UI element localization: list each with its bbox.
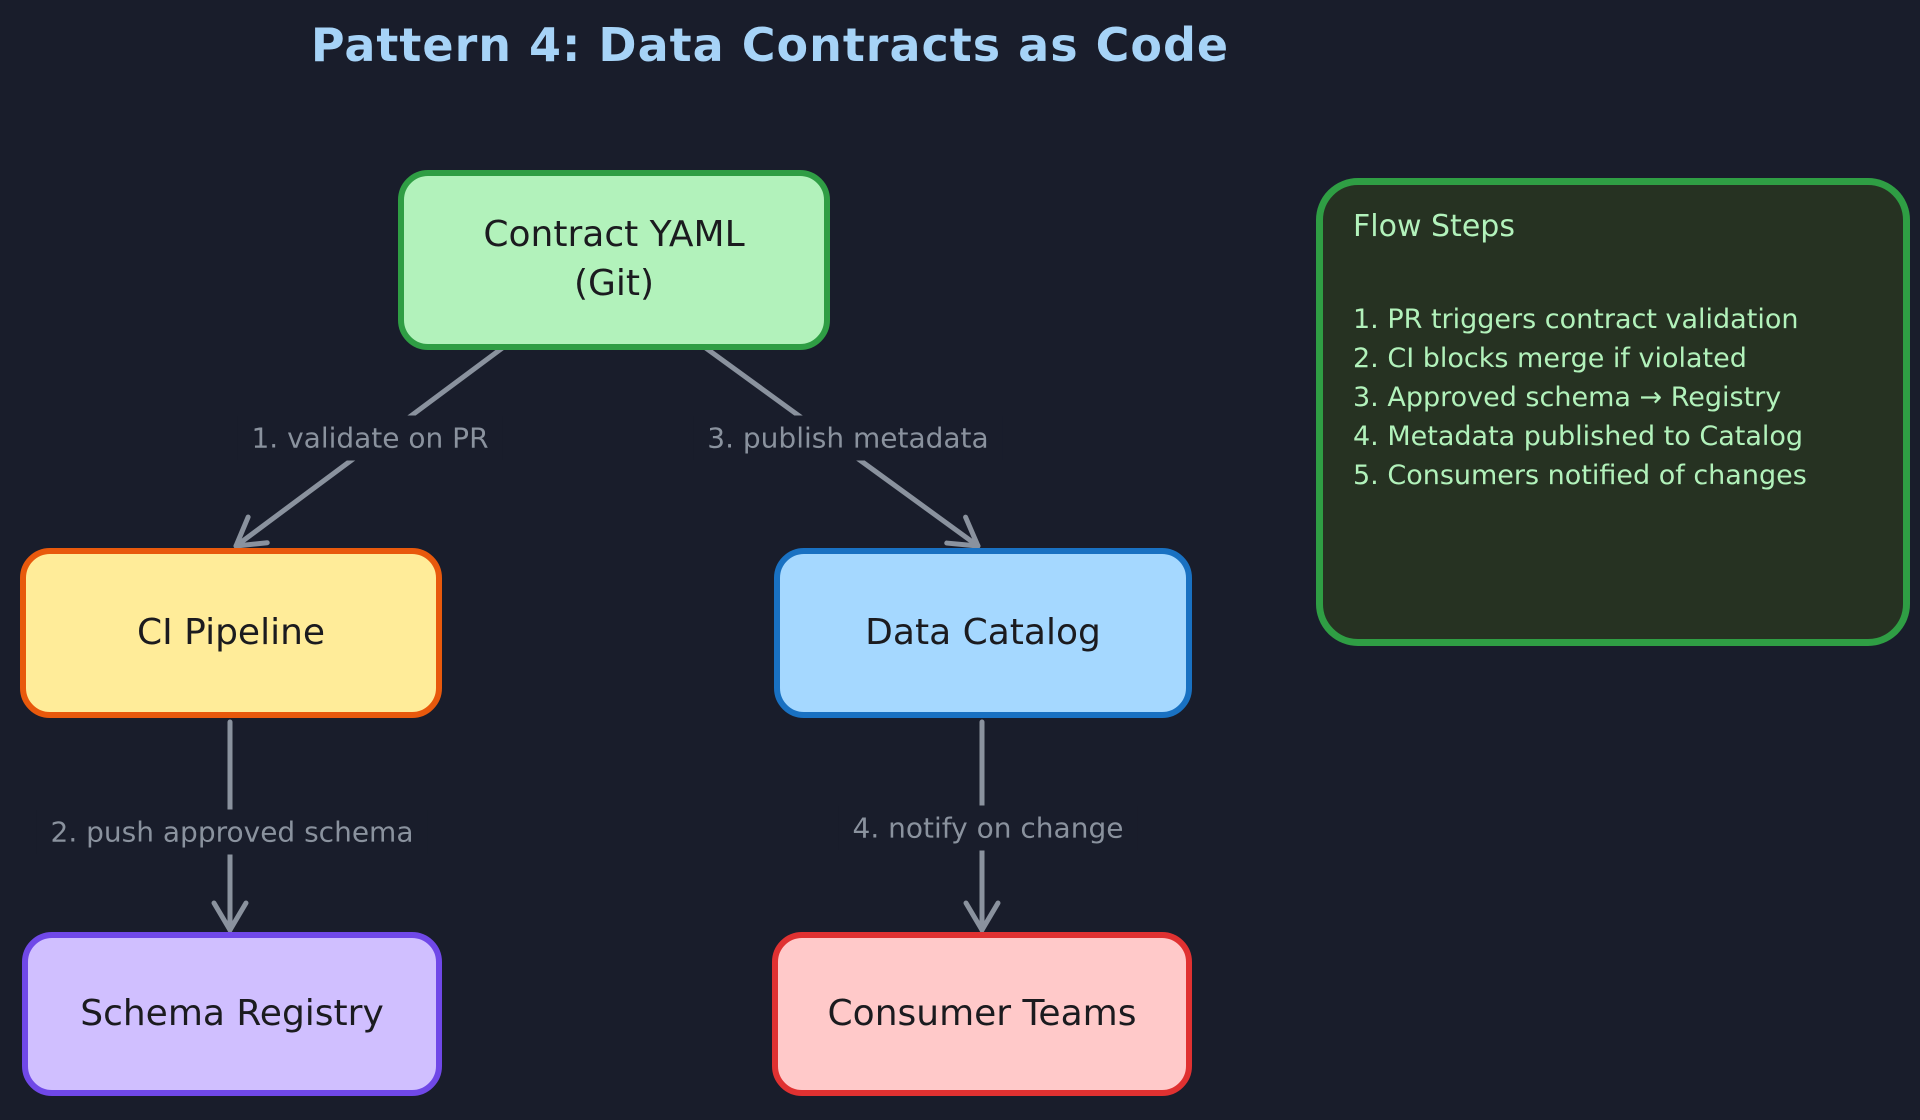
node-data-catalog-label: Data Catalog [865,611,1101,653]
edge-label-push: 2. push approved schema [36,809,428,855]
node-contract-yaml-label-line1: Contract YAML [483,214,745,256]
edge-label-validate: 1. validate on PR [237,415,503,461]
edge-label-publish: 3. publish metadata [693,415,1003,461]
node-ci-pipeline: CI Pipeline [20,548,442,718]
node-schema-registry: Schema Registry [22,932,442,1096]
node-ci-pipeline-label: CI Pipeline [136,611,326,653]
node-contract-yaml: Contract YAML (Git) [398,170,830,350]
edge-label-notify: 4. notify on change [838,805,1138,851]
node-consumer-teams-label: Consumer Teams [827,992,1137,1034]
flow-step-2: 2. CI blocks merge if violated [1353,343,1747,374]
page-title: Pattern 4: Data Contracts as Code [310,18,1230,72]
flow-steps-title: Flow Steps [1353,209,1515,244]
flow-step-5: 5. Consumers notified of changes [1353,460,1807,491]
node-contract-yaml-label-line2: (Git) [573,263,655,304]
node-schema-registry-label: Schema Registry [80,992,384,1034]
flow-step-1: 1. PR triggers contract validation [1353,304,1799,335]
node-consumer-teams: Consumer Teams [772,932,1192,1096]
flow-step-3: 3. Approved schema → Registry [1353,382,1782,413]
node-data-catalog: Data Catalog [774,548,1192,718]
flow-step-4: 4. Metadata published to Catalog [1353,421,1804,452]
flow-steps-panel: Flow Steps 1. PR triggers contract valid… [1316,178,1910,646]
